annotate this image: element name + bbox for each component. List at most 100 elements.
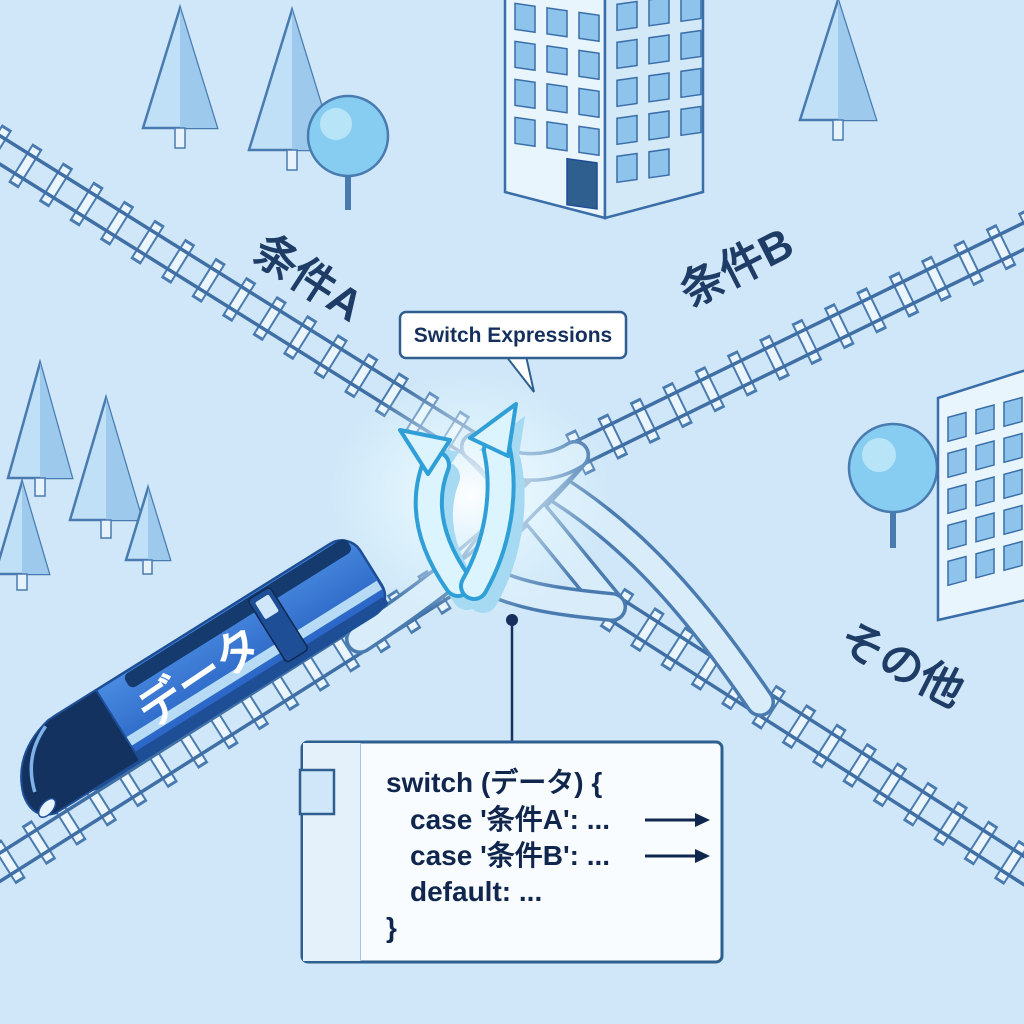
building-right <box>936 369 1024 622</box>
window <box>1003 468 1023 500</box>
tree-canopy <box>847 422 939 514</box>
track-rail <box>568 188 1024 446</box>
window <box>648 72 670 103</box>
code-panel-box <box>300 740 724 964</box>
window <box>947 447 967 479</box>
train-headlight <box>37 797 57 818</box>
pine-shade <box>148 488 170 560</box>
arrow-head <box>695 849 710 863</box>
window <box>578 49 600 81</box>
window <box>680 0 702 23</box>
branch-arrow-right-icon <box>463 439 512 597</box>
switch-expressions-callout: Switch Expressions <box>398 310 628 393</box>
code-callout-dot <box>506 614 518 626</box>
tree-highlight <box>862 438 896 472</box>
track-rail <box>0 74 483 439</box>
tree-highlight <box>320 108 352 140</box>
pine-tree <box>0 477 51 591</box>
callout-label: Switch Expressions <box>414 324 612 347</box>
pine-tree <box>68 393 144 539</box>
track-ties <box>566 182 1024 473</box>
pine-trunk <box>100 519 112 539</box>
pine-trunk <box>142 559 153 575</box>
building-windows <box>947 396 1023 587</box>
branch-arrow-right-head-icon <box>468 402 518 458</box>
code-line: default: ... <box>410 876 542 907</box>
window <box>975 476 995 507</box>
window <box>648 0 670 27</box>
branch-arrow-icon <box>645 849 710 863</box>
window <box>1003 396 1023 428</box>
data-train: データ <box>20 539 388 818</box>
code-panel-notch <box>298 768 336 816</box>
branch-arrows <box>398 402 525 613</box>
window <box>680 105 702 137</box>
code-panel: switch (データ) { case '条件A': ... case '条件B… <box>298 740 724 964</box>
train-stripe <box>66 580 383 784</box>
window <box>947 483 967 515</box>
window <box>578 125 600 157</box>
window <box>616 114 638 146</box>
window <box>947 555 967 587</box>
pine-trunk <box>16 573 28 591</box>
pine-shade <box>180 8 217 128</box>
window <box>616 38 638 70</box>
window <box>975 512 995 543</box>
code-line: case '条件B': ... <box>410 840 610 871</box>
window <box>616 152 638 184</box>
track-rail <box>0 95 470 459</box>
window <box>514 40 536 72</box>
pine-shade <box>22 482 49 574</box>
pine-shade <box>106 398 142 520</box>
branch-arrow-left-icon <box>417 454 469 594</box>
window <box>648 34 670 65</box>
pine-shade <box>838 0 876 120</box>
track-rail <box>604 615 1024 932</box>
train-skirt <box>78 597 388 795</box>
pine-shade <box>40 363 72 478</box>
window <box>546 7 568 38</box>
window <box>616 0 638 32</box>
pine-tree <box>141 3 219 149</box>
window <box>680 67 702 99</box>
building-windows <box>514 2 600 210</box>
window <box>648 110 670 141</box>
arrow-head <box>695 813 710 827</box>
window <box>578 11 600 43</box>
round-tree <box>306 94 390 210</box>
window <box>1003 432 1023 464</box>
building-top <box>503 0 705 220</box>
window <box>680 29 702 61</box>
window <box>514 78 536 110</box>
code-line: switch (データ) { <box>386 766 602 798</box>
window <box>616 76 638 108</box>
train-window-band <box>124 539 351 688</box>
window <box>975 440 995 471</box>
window <box>578 87 600 119</box>
pine-trunk <box>34 477 46 497</box>
branch-arrow-left-head-icon <box>398 428 452 476</box>
pine-tree <box>6 358 74 497</box>
track-rail <box>579 209 1024 468</box>
branch-arrow-icon <box>645 813 710 827</box>
pine-tree <box>124 483 172 575</box>
track-upper-left <box>0 66 488 467</box>
code-line: case '条件A': ... <box>410 804 610 835</box>
train-door-window <box>255 594 279 619</box>
callout-box <box>398 310 628 360</box>
tree-canopy <box>306 94 390 178</box>
building-windows <box>616 0 702 184</box>
track-ties <box>601 590 1024 937</box>
window <box>546 45 568 76</box>
window <box>1003 540 1023 572</box>
track-lower-right <box>599 587 1024 939</box>
glow-halo <box>330 373 610 617</box>
track-upper-right <box>564 180 1024 476</box>
pine-trunk <box>286 149 298 171</box>
window <box>1003 504 1023 536</box>
window <box>546 121 568 152</box>
window <box>514 116 536 148</box>
pine-trunk <box>174 127 186 149</box>
pine-tree <box>798 0 878 141</box>
